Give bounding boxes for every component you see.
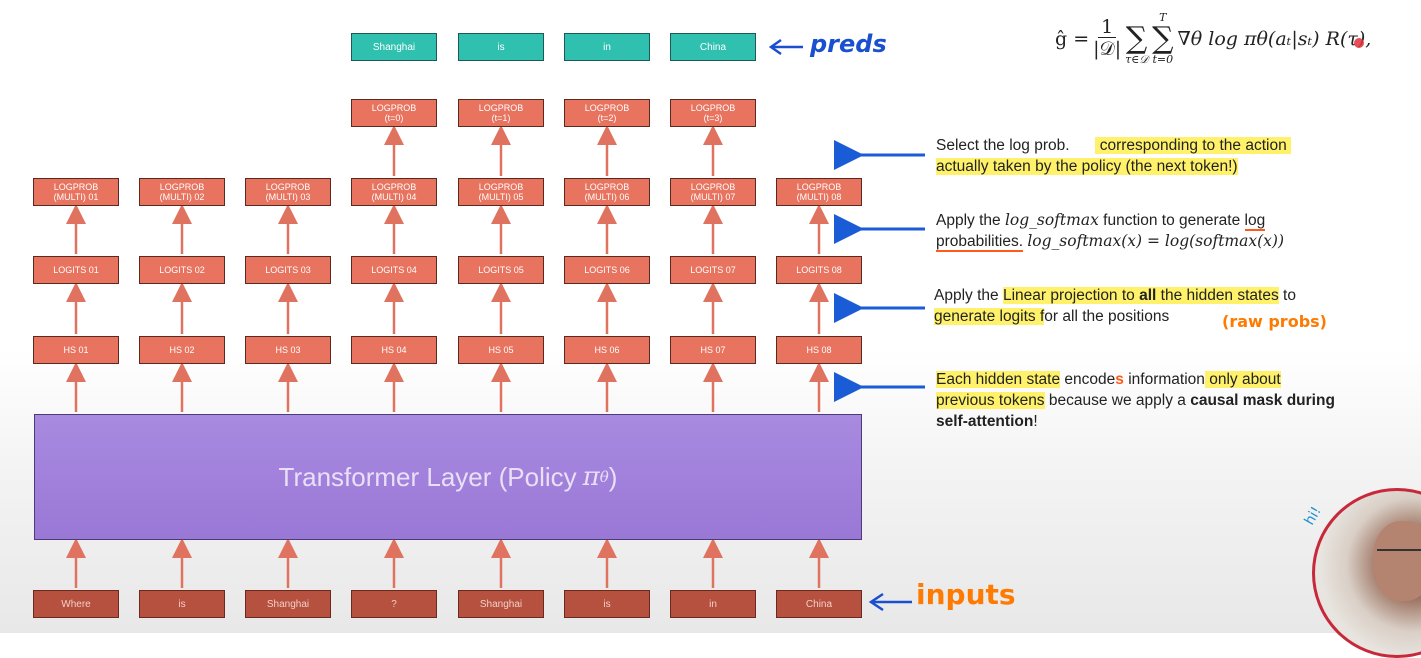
logits-box: LOGITS 06 bbox=[564, 256, 650, 284]
glasses bbox=[1377, 549, 1421, 561]
transformer-label: Transformer Layer (Policy bbox=[278, 461, 577, 492]
selected-logprob-box: LOGPROB (t=1) bbox=[458, 99, 544, 127]
inputs-hand-label: inputs bbox=[916, 578, 1016, 611]
hidden-state-box: HS 06 bbox=[564, 336, 650, 364]
pred-token: Shanghai bbox=[351, 33, 437, 61]
logits-box: LOGITS 01 bbox=[33, 256, 119, 284]
pred-token: China bbox=[670, 33, 756, 61]
raw-probs-hand-note: (raw probs) bbox=[1222, 312, 1327, 331]
annotation-select: Select the log prob. corresponding to th… bbox=[936, 135, 1292, 177]
cursor-dot bbox=[1354, 38, 1364, 48]
formula-lhs: ĝ = bbox=[1055, 27, 1090, 50]
multi-logprob-box: LOGPROB (MULTI) 03 bbox=[245, 178, 331, 206]
fraction-denominator: |𝒟| bbox=[1093, 38, 1122, 60]
annotation-hidden: Each hidden state encodes information on… bbox=[936, 371, 1335, 430]
multi-logprob-box: LOGPROB (MULTI) 01 bbox=[33, 178, 119, 206]
hidden-state-box: HS 02 bbox=[139, 336, 225, 364]
logits-box: LOGITS 03 bbox=[245, 256, 331, 284]
sum-over-trajectories: ∑ τ∈𝒟 bbox=[1125, 21, 1149, 66]
sum-over-time: T ∑ t=0 bbox=[1152, 11, 1174, 66]
hidden-state-box: HS 07 bbox=[670, 336, 756, 364]
logits-box: LOGITS 02 bbox=[139, 256, 225, 284]
policy-gradient-formula: ĝ = 1 |𝒟| ∑ τ∈𝒟 T ∑ t=0 ∇θ log πθ(aₜ|sₜ)… bbox=[1055, 12, 1371, 65]
selected-logprob-box: LOGPROB (t=3) bbox=[670, 99, 756, 127]
formula-fraction: 1 |𝒟| bbox=[1093, 17, 1121, 60]
logits-box: LOGITS 04 bbox=[351, 256, 437, 284]
multi-logprob-box: LOGPROB (MULTI) 04 bbox=[351, 178, 437, 206]
multi-logprob-box: LOGPROB (MULTI) 02 bbox=[139, 178, 225, 206]
sum2-superscript: T bbox=[1159, 11, 1167, 24]
sum2-subscript: t=0 bbox=[1152, 53, 1174, 66]
input-token: China bbox=[776, 590, 862, 618]
hidden-state-box: HS 08 bbox=[776, 336, 862, 364]
hidden-state-box: HS 01 bbox=[33, 336, 119, 364]
input-token: is bbox=[139, 590, 225, 618]
logits-box: LOGITS 08 bbox=[776, 256, 862, 284]
multi-logprob-box: LOGPROB (MULTI) 08 bbox=[776, 178, 862, 206]
selected-logprob-box: LOGPROB (t=0) bbox=[351, 99, 437, 127]
pred-token: is bbox=[458, 33, 544, 61]
logits-box: LOGITS 07 bbox=[670, 256, 756, 284]
transformer-label-close: ) bbox=[608, 461, 618, 492]
policy-symbol: π bbox=[582, 462, 600, 492]
policy-subscript: θ bbox=[599, 468, 609, 486]
hidden-state-box: HS 03 bbox=[245, 336, 331, 364]
selected-logprob-box: LOGPROB (t=2) bbox=[564, 99, 650, 127]
diagram-arrows bbox=[66, 38, 925, 612]
input-token: Shanghai bbox=[245, 590, 331, 618]
multi-logprob-box: LOGPROB (MULTI) 06 bbox=[564, 178, 650, 206]
input-token: is bbox=[564, 590, 650, 618]
annotation-softmax: Apply the log_softmax function to genera… bbox=[936, 211, 1284, 252]
preds-hand-label: preds bbox=[810, 30, 887, 58]
pred-token: in bbox=[564, 33, 650, 61]
logits-box: LOGITS 05 bbox=[458, 256, 544, 284]
annotation-linear: Apply the Linear projection to all the h… bbox=[934, 287, 1296, 325]
sum1-subscript: τ∈𝒟 bbox=[1125, 53, 1149, 66]
hidden-state-box: HS 04 bbox=[351, 336, 437, 364]
multi-logprob-box: LOGPROB (MULTI) 05 bbox=[458, 178, 544, 206]
input-token: ? bbox=[351, 590, 437, 618]
fraction-numerator: 1 bbox=[1098, 17, 1117, 38]
hidden-state-box: HS 05 bbox=[458, 336, 544, 364]
input-token: in bbox=[670, 590, 756, 618]
presenter-face bbox=[1373, 521, 1421, 601]
formula-rest: ∇θ log πθ(aₜ|sₜ) R(τ), bbox=[1177, 27, 1372, 50]
input-token: Shanghai bbox=[458, 590, 544, 618]
input-token: Where bbox=[33, 590, 119, 618]
multi-logprob-box: LOGPROB (MULTI) 07 bbox=[670, 178, 756, 206]
